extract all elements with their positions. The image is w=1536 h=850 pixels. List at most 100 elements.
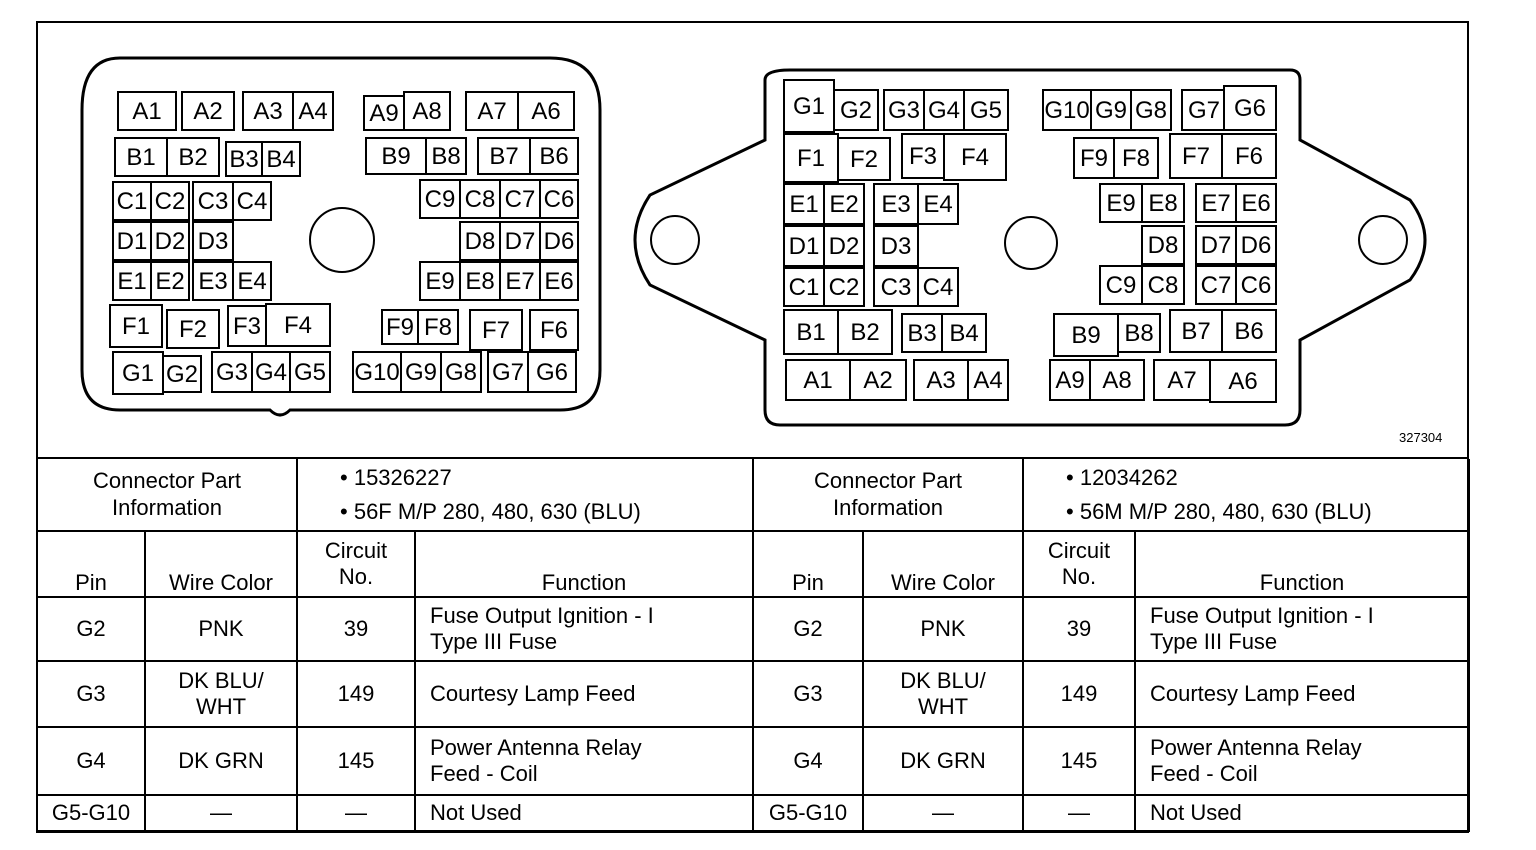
right-pin-label-d2: D2 [829,233,860,260]
right-pin-label-c7: C7 [1201,272,1232,299]
right-pin-box-b4 [941,313,987,353]
right-pin-box-f2 [837,137,891,181]
right-pin-label-c1: C1 [789,274,820,301]
table-2-header-function: Function [1136,532,1470,598]
table-1-row-1-pin: G2 [36,598,146,662]
left-pin-label-d8: D8 [465,228,496,255]
left-pin-label-f6: F6 [540,317,568,344]
left-pin-box-g2 [162,355,202,393]
table-2-row-3-function: Power Antenna Relay Feed - Coil [1136,728,1470,796]
left-pin-label-g7: G7 [492,359,524,386]
right-pin-label-e8: E8 [1148,190,1177,217]
left-pin-box-g7 [487,351,529,393]
left-pin-label-f9: F9 [386,314,414,341]
left-pin-label-d2: D2 [155,228,186,255]
right-pin-label-f9: F9 [1080,145,1108,172]
left-pin-label-e2: E2 [155,268,184,295]
right-pin-label-g5: G5 [970,97,1002,124]
left-pin-box-e1 [112,261,152,301]
right-pin-box-f3 [901,133,945,179]
right-pin-label-g8: G8 [1135,97,1167,124]
right-pin-label-d7: D7 [1201,232,1232,259]
table-1-header-wire: Wire Color [146,532,298,598]
right-pin-label-d3: D3 [881,233,912,260]
right-pin-label-f8: F8 [1122,145,1150,172]
right-pin-label-b1: B1 [796,319,825,346]
table-1-row-2-wire: DK BLU/ WHT [146,662,298,728]
table-1-header-pin: Pin [36,532,146,598]
left-pin-box-f9 [381,309,419,345]
left-pin-label-g8: G8 [445,359,477,386]
table-2-row-3-wire: DK GRN [864,728,1024,796]
table-2-row-1-wire: PNK [864,598,1024,662]
right-pin-label-a6: A6 [1228,368,1257,395]
left-pin-box-b2 [166,137,220,177]
left-pin-box-d7 [499,221,541,261]
right-pin-box-c1 [783,267,825,307]
left-pin-box-d8 [459,221,501,261]
right-pin-box-e6 [1235,183,1277,223]
left-pin-box-c8 [459,179,501,219]
left-pin-box-a4 [292,91,334,131]
right-pin-label-g10: G10 [1044,97,1089,124]
right-pin-label-a2: A2 [863,367,892,394]
left-pin-box-b3 [225,141,263,177]
left-pin-label-c2: C2 [155,188,186,215]
left-pin-box-f7 [469,309,523,351]
right-pin-label-a9: A9 [1055,367,1084,394]
right-pin-label-d1: D1 [789,233,820,260]
right-pin-box-e2 [823,183,865,225]
table-1-row-4-function: Not Used [416,796,754,832]
table-2-row-4-wire: — [864,796,1024,832]
table-top-border [36,457,1469,459]
right-pin-label-e1: E1 [789,191,818,218]
left-pin-box-c7 [499,179,541,219]
left-pin-box-d2 [150,221,190,261]
right-pin-box-e8 [1141,183,1185,223]
right-pin-label-e6: E6 [1241,190,1270,217]
left-pin-box-b6 [529,137,579,175]
table-1-info-label: Connector Part Information [36,459,298,532]
left-pin-label-a9: A9 [369,100,398,127]
left-pin-box-d6 [539,221,579,261]
left-pin-box-b9 [365,137,427,175]
table-2-row-2-wire: DK BLU/ WHT [864,662,1024,728]
right-pin-box-a4 [967,359,1009,401]
right-connector-housing [633,68,1427,427]
left-pin-label-f1: F1 [122,313,150,340]
right-pin-label-a3: A3 [926,367,955,394]
left-pin-box-b7 [477,137,531,175]
right-pin-box-g9 [1090,89,1132,131]
table-1-info-values: 1532622756F M/P 280, 480, 630 (BLU) [298,459,754,532]
table-1-row-2-pin: G3 [36,662,146,728]
table-2-row-1-function: Fuse Output Ignition - I Type III Fuse [1136,598,1470,662]
right-connector-left-mount-hole [650,215,700,265]
table-1-info-line: 56F M/P 280, 480, 630 (BLU) [340,499,752,525]
table-2-info-line: 56M M/P 280, 480, 630 (BLU) [1066,499,1468,525]
right-pin-box-a1 [785,359,851,401]
left-pin-box-c9 [419,179,461,219]
left-pin-box-f6 [529,309,579,351]
table-2-header-pin: Pin [754,532,864,598]
left-pin-box-c6 [539,179,579,219]
table-1-row-3-circuit: 145 [298,728,416,796]
right-pin-box-g3 [883,89,925,131]
left-pin-box-g10 [352,351,402,393]
left-pin-label-a4: A4 [298,98,327,125]
right-pin-box-b2 [837,309,893,355]
table-2-header-circuit: Circuit No. [1024,532,1136,598]
table-1-row-1-function: Fuse Output Ignition - I Type III Fuse [416,598,754,662]
left-pin-box-d1 [112,221,152,261]
left-pin-label-e8: E8 [465,268,494,295]
right-pin-label-g9: G9 [1095,97,1127,124]
right-pin-label-d8: D8 [1148,232,1179,259]
right-pin-box-b6 [1221,309,1277,353]
right-pin-label-g3: G3 [888,97,920,124]
left-pin-label-g1: G1 [122,360,154,387]
left-pin-label-a1: A1 [132,98,161,125]
right-pin-box-b8 [1117,313,1161,353]
right-pin-label-c9: C9 [1106,272,1137,299]
left-pin-label-c9: C9 [425,186,456,213]
left-pin-label-d6: D6 [544,228,575,255]
